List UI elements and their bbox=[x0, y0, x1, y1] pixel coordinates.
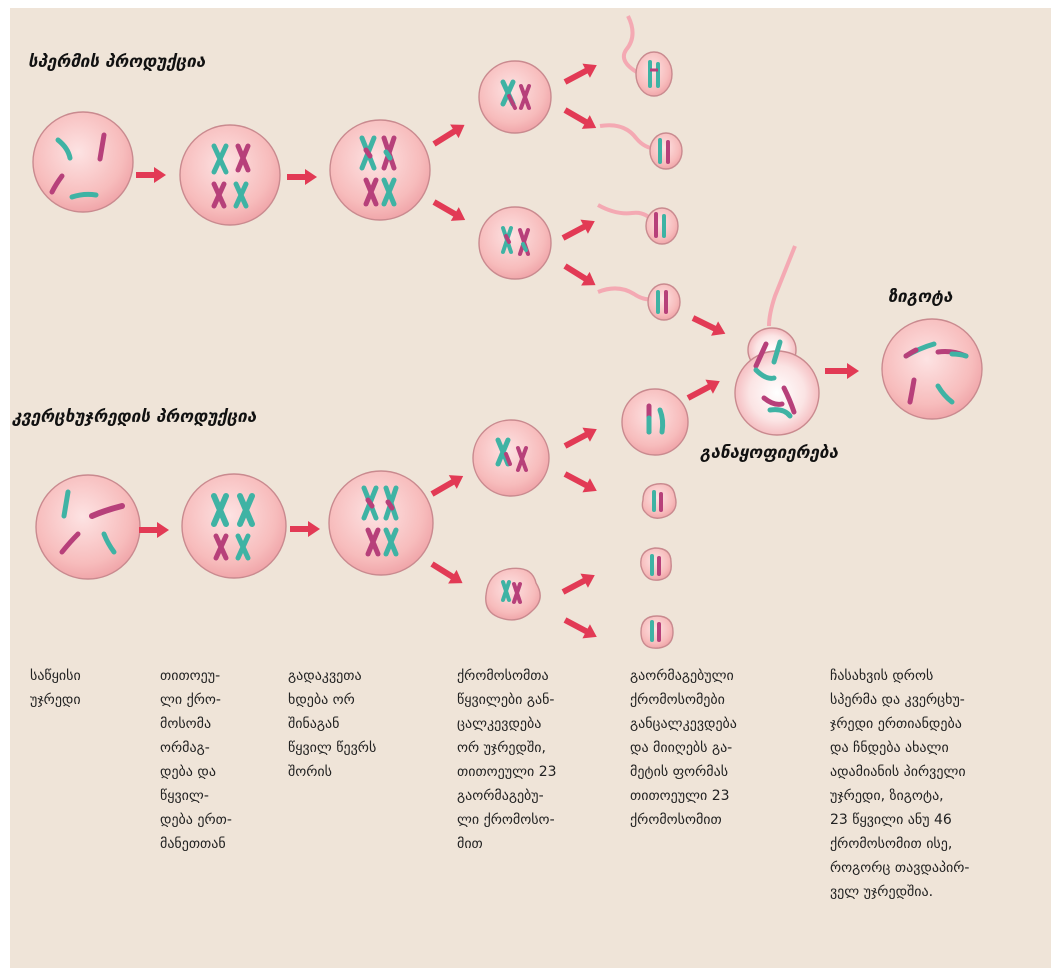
arrow-icon bbox=[561, 613, 600, 644]
arrow-icon bbox=[428, 557, 467, 590]
arrow-icon bbox=[290, 521, 320, 537]
egg-polar-body-4 bbox=[641, 616, 673, 648]
arrow-icon bbox=[561, 467, 600, 498]
egg-meiosis1-cell-top bbox=[473, 420, 549, 496]
arrow-icon bbox=[561, 58, 600, 89]
arrow-icon bbox=[561, 259, 600, 292]
arrow-icon bbox=[136, 167, 166, 183]
arrow-icon bbox=[430, 118, 469, 151]
egg-polar-body-3 bbox=[641, 548, 671, 580]
arrow-icon bbox=[559, 568, 598, 599]
sperm-meiosis1-cell-bottom bbox=[479, 207, 551, 279]
egg-start-cell bbox=[36, 475, 140, 579]
arrow-icon bbox=[559, 214, 598, 245]
sperm-crossover-cell bbox=[330, 120, 430, 220]
zygote-cell bbox=[882, 319, 982, 419]
caption-meiosis-2: გაორმაგებული ქრომოსომები განცალკევდება დ… bbox=[630, 664, 737, 832]
arrow-icon bbox=[430, 195, 469, 227]
sperm-meiosis1-cell-top bbox=[479, 61, 551, 133]
arrow-icon bbox=[689, 311, 728, 341]
caption-meiosis-1: ქრომოსომთა წყვილები გან- ცალკევდება ორ უ… bbox=[457, 664, 557, 856]
egg-production-label: კვერცხუჯრედის პროდუქცია bbox=[12, 407, 256, 427]
fertilization-cell bbox=[735, 246, 819, 435]
sperm-production-label: სპერმის პროდუქცია bbox=[28, 52, 205, 72]
egg-duplicated-cell bbox=[182, 474, 286, 578]
sperm-gamete-1 bbox=[624, 16, 672, 96]
egg-crossover-cell bbox=[329, 471, 433, 575]
arrow-icon bbox=[561, 103, 600, 135]
caption-fertilization: ჩასახვის დროს სპერმა და კვერცხუ- ჯრედი ე… bbox=[830, 664, 970, 904]
arrow-icon bbox=[684, 374, 723, 405]
sperm-start-cell bbox=[33, 112, 133, 212]
caption-start-cell: საწყისი უჯრედი bbox=[30, 664, 81, 712]
zygote-label: ზიგოტა bbox=[888, 287, 953, 307]
egg-polar-body-1 bbox=[486, 568, 540, 620]
sperm-gamete-4 bbox=[598, 284, 680, 320]
arrow-icon bbox=[428, 469, 467, 501]
egg-polar-body-2 bbox=[642, 484, 676, 519]
caption-duplication: თითოეუ- ლი ქრო- მოსომა ორმაგ- დება და წყ… bbox=[160, 664, 232, 856]
sperm-gamete-3 bbox=[598, 205, 678, 244]
caption-crossover: გადაკვეთა ხდება ორ შინაგან წყვილ წევრს შ… bbox=[288, 664, 376, 784]
fertilization-label: განაყოფიერება bbox=[700, 443, 838, 463]
arrow-icon bbox=[287, 169, 317, 185]
arrow-icon bbox=[561, 422, 600, 453]
sperm-gamete-2 bbox=[600, 125, 682, 169]
sperm-duplicated-cell bbox=[180, 125, 280, 225]
egg-ovum bbox=[622, 389, 688, 455]
arrow-icon bbox=[825, 363, 859, 379]
arrow-icon bbox=[139, 522, 169, 538]
